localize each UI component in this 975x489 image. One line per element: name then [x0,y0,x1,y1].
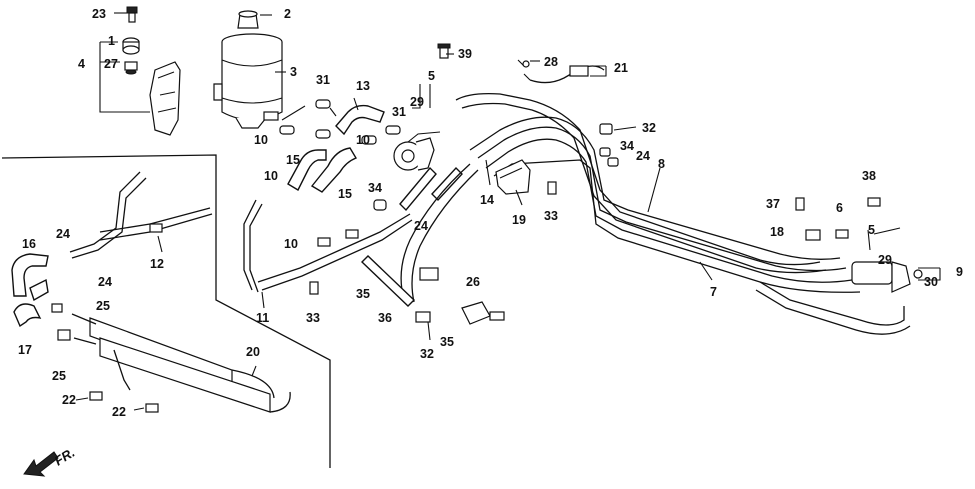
callout-13: 13 [356,79,370,93]
reservoir-assembly [213,10,283,129]
callout-38: 38 [862,169,876,183]
small-fasteners [51,43,881,413]
callout-34: 34 [368,181,382,195]
left-pipe-assembly [69,171,413,293]
callout-37: 37 [766,197,780,211]
callout-35: 35 [356,287,370,301]
callout-35: 35 [440,335,454,349]
callout-24: 24 [414,219,428,233]
callout-6: 6 [836,201,843,215]
callout-29: 29 [410,95,424,109]
callout-24: 24 [56,227,70,241]
inset-frame [1,154,331,468]
callout-24: 24 [636,149,650,163]
callout-31: 31 [392,105,406,119]
callout-39: 39 [458,47,472,61]
callout-5: 5 [428,69,435,83]
callout-29: 29 [878,253,892,267]
callout-15: 15 [286,153,300,167]
callout-23: 23 [92,7,106,21]
callout-15: 15 [338,187,352,201]
callout-21: 21 [614,61,628,75]
callout-20: 20 [246,345,260,359]
callout-25: 25 [96,299,110,313]
callout-12: 12 [150,257,164,271]
callout-25: 25 [52,369,66,383]
callout-22: 22 [62,393,76,407]
callout-5: 5 [868,223,875,237]
callout-10: 10 [356,133,370,147]
callout-7: 7 [710,285,717,299]
callout-19: 19 [512,213,526,227]
callout-1: 1 [108,34,115,48]
callout-26: 26 [466,275,480,289]
upper-right-fittings [599,123,619,167]
callout-33: 33 [544,209,558,223]
callout-14: 14 [480,193,494,207]
callout-28: 28 [544,55,558,69]
callout-17: 17 [18,343,32,357]
callout-32: 32 [420,347,434,361]
front-direction-arrow [23,451,59,477]
bracket-19 [495,159,531,195]
callouts: 23 2 1 4 27 3 39 28 21 5 29 31 13 31 10 … [18,7,963,419]
callout-10: 10 [264,169,278,183]
callout-22: 22 [112,405,126,419]
reservoir-bracket-group [99,6,181,136]
callout-16: 16 [22,237,36,251]
callout-31: 31 [316,73,330,87]
callout-30: 30 [924,275,938,289]
callout-34: 34 [620,139,634,153]
callout-8: 8 [658,157,665,171]
pipe-bundle [360,92,923,335]
callout-3: 3 [290,65,297,79]
callout-2: 2 [284,7,291,21]
callout-4: 4 [78,57,85,71]
callout-32: 32 [642,121,656,135]
callout-10: 10 [284,237,298,251]
callout-9: 9 [956,265,963,279]
callout-36: 36 [378,311,392,325]
callout-18: 18 [770,225,784,239]
callout-11: 11 [256,311,269,325]
pressure-switch [517,59,605,84]
callout-10: 10 [254,133,268,147]
leader-lines [75,12,941,411]
left-hoses [11,253,49,328]
steering-pump [393,131,441,171]
direction-label: FR. [52,445,78,469]
callout-27: 27 [104,57,118,71]
callout-33: 33 [306,311,320,325]
oil-cooler [57,313,291,413]
callout-24: 24 [98,275,112,289]
upper-hoses [279,99,401,193]
